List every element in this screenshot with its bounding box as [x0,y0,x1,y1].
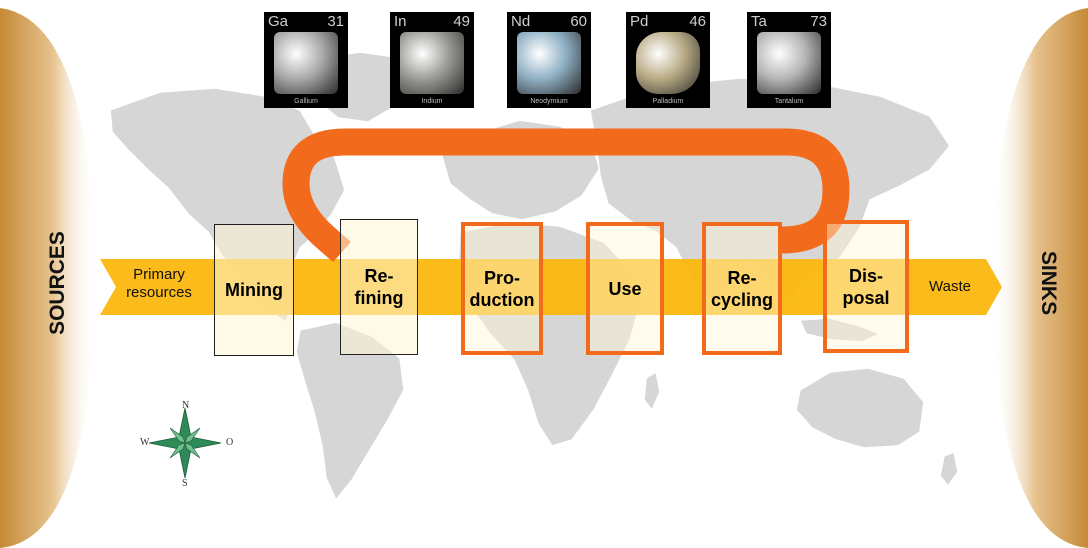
element-sample-image [400,32,464,94]
element-number: 60 [570,13,587,30]
new-zealand [939,451,959,487]
element-name: Neodymium [530,98,568,105]
compass-south-label: S [182,478,188,489]
element-name: Gallium [294,98,318,105]
compass-rose [148,407,222,479]
element-tile-tantalum: Ta 73 Tantalum [747,12,831,108]
element-sample-image [757,32,821,94]
element-symbol: Ta [751,13,767,30]
element-symbol: Pd [630,13,649,30]
indonesia [799,317,881,343]
compass-east-label: O [226,437,234,448]
madagascar [643,371,661,411]
sources-label: SOURCES [46,231,69,335]
element-number: 31 [327,13,344,30]
element-symbol: Nd [511,13,531,30]
element-symbol: Ga [268,13,289,30]
waste-label: Waste [929,278,971,295]
flow-arrow [100,259,1002,315]
element-sample-image [274,32,338,94]
stage-production: Pro- duction [461,222,543,355]
sources-panel [0,8,96,548]
element-name: Palladium [652,98,684,105]
element-tile-gallium: Ga 31 Gallium [264,12,348,108]
element-tile-neodymium: Nd 60 Neodymium [507,12,591,108]
element-name: Tantalum [774,98,804,105]
stage-refining: Re- fining [340,219,418,355]
stage-use: Use [586,222,664,355]
sinks-label: SINKS [1037,250,1060,316]
element-tile-palladium: Pd 46 Palladium [626,12,710,108]
element-number: 46 [689,13,706,30]
compass-west-label: W [140,437,150,448]
compass-north-label: N [182,400,190,411]
element-sample-image [517,32,581,94]
element-number: 49 [453,13,470,30]
stage-recycling: Re- cycling [702,222,782,355]
element-tile-indium: In 49 Indium [390,12,474,108]
element-number: 73 [810,13,827,30]
element-symbol: In [394,13,407,30]
stage-mining: Mining [214,224,294,356]
stage-disposal: Dis- posal [823,220,909,353]
element-sample-image [636,32,700,94]
recycling-loop [282,128,850,263]
element-name: Indium [421,98,443,105]
primary-resources-label: Primary resources [126,266,192,301]
australia [795,367,925,449]
sinks-panel [992,8,1088,548]
